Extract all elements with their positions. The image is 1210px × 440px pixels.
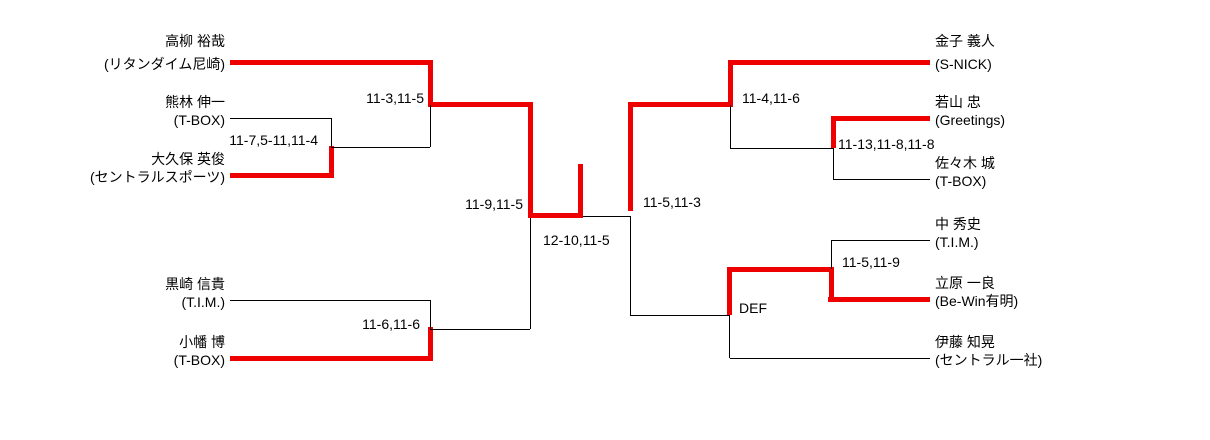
player-name: 高柳 裕哉 bbox=[165, 33, 225, 49]
winner-line-okubo-rise bbox=[329, 146, 334, 178]
player-club: (T-BOX) bbox=[173, 112, 225, 128]
player-name: 小幡 博 bbox=[179, 334, 225, 350]
match-score-left-quarterfinal-top: 11-3,11-5 bbox=[366, 90, 424, 106]
winner-line-right-semifinal-drop bbox=[628, 102, 633, 211]
bracket-line-kumabayashi bbox=[230, 118, 331, 119]
winner-line-left-quarterfinal-exit bbox=[428, 102, 533, 107]
player-club: (セントラル一社) bbox=[935, 352, 1043, 368]
bracket-join-right-first-round-bottom bbox=[831, 240, 832, 269]
bracket-join-right-first-round-top bbox=[833, 148, 834, 179]
player-name: 黒崎 信貴 bbox=[165, 276, 225, 292]
bracket-join-left-first-round-bottom bbox=[430, 300, 431, 329]
player-club: (T.I.M.) bbox=[181, 294, 225, 310]
bracket-line-final-right bbox=[583, 216, 630, 217]
bracket-join-left-first-round-top bbox=[331, 118, 332, 147]
winner-line-tachihara-exit bbox=[727, 267, 834, 272]
player-club: (セントラルスポーツ) bbox=[89, 169, 225, 185]
match-score-right-first-round-top: 11-13,11-8,11-8 bbox=[838, 136, 935, 152]
player-name: 若山 忠 bbox=[935, 94, 981, 110]
player-name: 大久保 英俊 bbox=[151, 151, 225, 167]
bracket-join-left-semifinal bbox=[530, 218, 531, 329]
bracket-line-sasaki bbox=[833, 179, 930, 180]
bracket-exit-left-first-round-bottom bbox=[430, 329, 530, 330]
player-name: 金子 義人 bbox=[935, 33, 995, 49]
winner-line-obata bbox=[230, 356, 433, 361]
bracket-line-ito bbox=[730, 358, 930, 359]
winner-line-wakayama bbox=[831, 116, 930, 121]
winner-line-left-semifinal-drop bbox=[528, 102, 533, 218]
player-club: (S-NICK) bbox=[935, 56, 992, 72]
winner-line-wakayama-drop bbox=[831, 116, 836, 148]
player-name: 中 秀史 bbox=[935, 216, 981, 232]
player-name: 立原 一良 bbox=[935, 275, 995, 291]
winner-line-right-quarterfinal-exit bbox=[628, 102, 733, 107]
bracket-line-kurosaki bbox=[230, 300, 430, 301]
match-score-left-semifinal: 11-9,11-5 bbox=[465, 196, 523, 212]
winner-line-final-left bbox=[528, 213, 583, 218]
winner-line-tachihara-def-drop bbox=[727, 267, 732, 315]
winner-line-obata-rise bbox=[428, 327, 433, 361]
player-club: (T.I.M.) bbox=[935, 234, 979, 250]
bracket-exit-right-first-round-top bbox=[730, 148, 833, 149]
bracket-line-naka bbox=[832, 240, 930, 241]
bracket-join-right-semifinal bbox=[630, 216, 631, 316]
winner-line-takayanagi-drop bbox=[428, 60, 433, 107]
player-name: 熊林 伸一 bbox=[165, 94, 225, 110]
bracket-join-right-quarterfinal-top bbox=[730, 105, 731, 148]
winner-line-kaneko bbox=[728, 60, 930, 65]
player-club: (Be-Win有明) bbox=[935, 293, 1019, 309]
winner-line-takayanagi bbox=[230, 60, 433, 65]
winner-line-okubo bbox=[230, 173, 333, 178]
match-score-left-first-round-bottom: 11-6,11-6 bbox=[362, 316, 420, 332]
match-score-right-semifinal: 11-5,11-3 bbox=[643, 194, 701, 210]
player-club: (T-BOX) bbox=[935, 173, 987, 189]
player-club: (T-BOX) bbox=[173, 352, 225, 368]
match-score-left-first-round: 11-7,5-11,11-4 bbox=[229, 132, 318, 148]
bracket-exit-right-quarterfinal-def bbox=[630, 315, 729, 316]
winner-line-tachihara-rise bbox=[829, 267, 834, 302]
winner-line-tachihara bbox=[828, 297, 930, 302]
bracket-join-left-quarterfinal bbox=[430, 105, 431, 147]
match-score-right-quarterfinal-top: 11-4,11-6 bbox=[742, 90, 800, 106]
bracket-exit-left-first-round bbox=[331, 147, 430, 148]
bracket-join-right-quarterfinal-def bbox=[729, 315, 730, 358]
match-score-right-first-round-bottom: 11-5,11-9 bbox=[842, 254, 900, 270]
match-score-final: 12-10,11-5 bbox=[543, 232, 610, 248]
player-club: (Greetings) bbox=[935, 112, 1006, 128]
champion-stub-line bbox=[578, 164, 583, 218]
player-club: (リタンダイム尼崎) bbox=[103, 56, 225, 72]
player-name: 伊藤 知晃 bbox=[935, 334, 995, 350]
match-score-right-quarterfinal-def: DEF bbox=[739, 300, 767, 316]
winner-line-kaneko-drop bbox=[728, 60, 733, 107]
player-name: 佐々木 城 bbox=[935, 155, 995, 171]
